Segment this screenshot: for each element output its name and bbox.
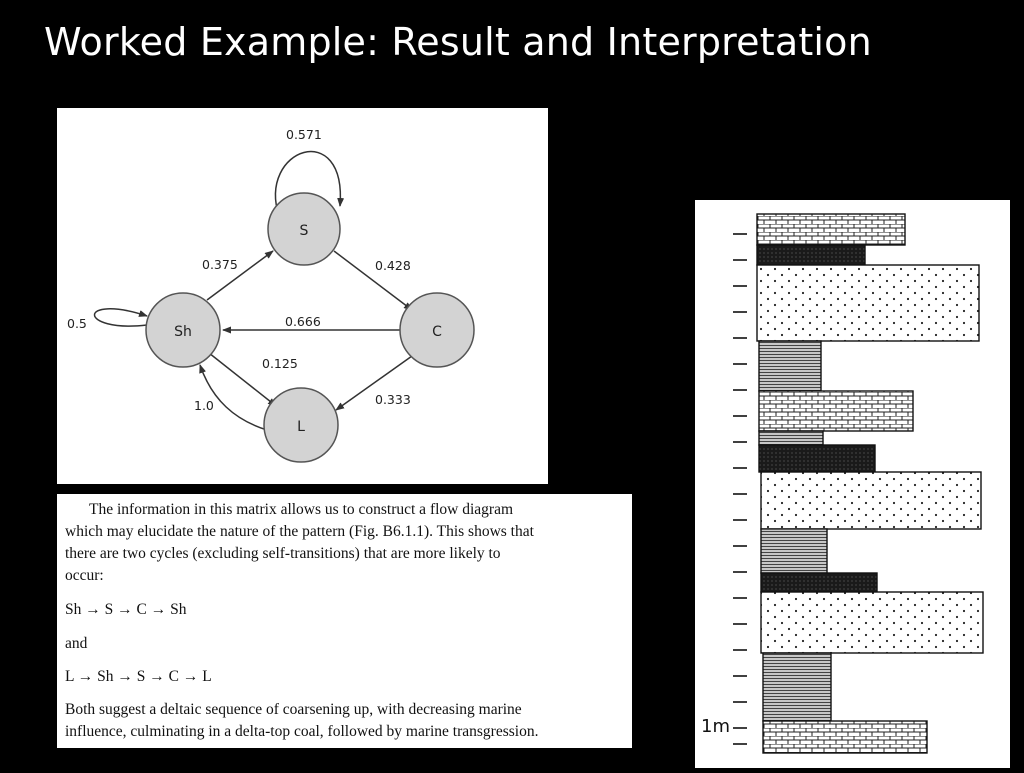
- para1-line3: there are two cycles (excluding self-tra…: [65, 545, 501, 562]
- node-s-label: S: [300, 223, 309, 239]
- edge-label-sh-to-l: 0.125: [262, 356, 298, 371]
- node-l-label: L: [297, 419, 305, 435]
- bed-sandstone: [760, 471, 982, 530]
- edge-label-c-to-sh: 0.666: [285, 314, 321, 329]
- node-c: [399, 292, 475, 368]
- edge-sh-to-s: [206, 250, 274, 301]
- node-s: [267, 192, 341, 266]
- edge-sh-self: [93, 308, 148, 327]
- bed-limestone: [762, 720, 928, 754]
- edge-label-s-to-c: 0.428: [375, 258, 411, 273]
- bed-shale: [758, 430, 824, 446]
- text-excerpt: The information in this matrix allows us…: [57, 494, 632, 748]
- para1-line4: occur:: [65, 567, 104, 584]
- cycle-1: Sh → S → C → Sh: [65, 601, 187, 618]
- edge-label-c-to-l: 0.333: [375, 392, 411, 407]
- para2-line2: influence, culminating in a delta-top co…: [65, 723, 539, 740]
- edge-label-l-to-sh: 1.0: [194, 398, 214, 413]
- slide-title: Worked Example: Result and Interpretatio…: [44, 20, 872, 64]
- edge-sh-to-l: [208, 352, 277, 407]
- flow-diagram: S Sh C L 0.571 0.375 0.428 0.5 0.666 0.1…: [57, 108, 548, 484]
- edge-label-sh-to-s: 0.375: [202, 257, 238, 272]
- bed-coal: [760, 572, 878, 593]
- edge-label-sh-self: 0.5: [67, 316, 87, 331]
- node-sh-label: Sh: [174, 324, 192, 340]
- scale-ticks: [733, 233, 747, 745]
- para2-line1: Both suggest a deltaic sequence of coars…: [65, 701, 522, 718]
- edge-s-to-c: [333, 250, 413, 311]
- bed-shale: [758, 340, 822, 392]
- edge-s-self: [274, 150, 345, 217]
- bed-shale: [760, 528, 828, 574]
- bed-coal: [758, 444, 876, 473]
- para1-line2: which may elucidate the nature of the pa…: [65, 523, 534, 540]
- bed-limestone: [756, 213, 906, 246]
- cycle-2: L → Sh → S → C → L: [65, 668, 212, 685]
- bed-sandstone: [760, 591, 984, 654]
- and-text: and: [65, 635, 88, 652]
- bed-coal: [756, 244, 866, 266]
- node-l: [263, 387, 339, 463]
- stratigraphic-column: 1m: [695, 200, 1010, 768]
- edge-label-s-self: 0.571: [286, 127, 322, 142]
- bed-shale: [762, 652, 832, 722]
- para1-line1: The information in this matrix allows us…: [89, 501, 514, 518]
- node-sh: [145, 292, 221, 368]
- node-c-label: C: [432, 324, 442, 340]
- scale-label: 1m: [701, 716, 730, 737]
- bed-sandstone: [756, 264, 980, 342]
- edge-l-to-sh: [199, 364, 268, 431]
- bed-limestone: [758, 390, 914, 432]
- edge-c-to-l: [335, 355, 413, 411]
